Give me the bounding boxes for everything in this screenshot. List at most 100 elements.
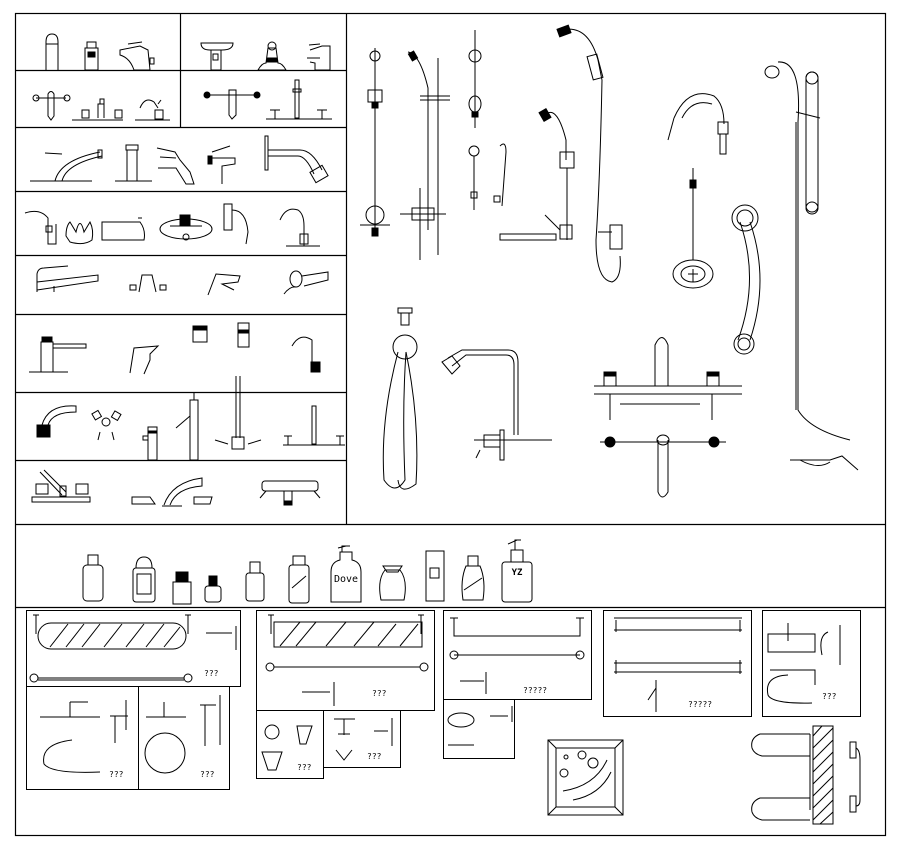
widespread-faucet [72, 98, 123, 121]
wall-three-handle-set [203, 89, 261, 120]
monobloc-faucet [115, 144, 152, 182]
widespread-arc-faucet [131, 477, 213, 507]
hand-shower-side [493, 143, 507, 207]
bridge-faucet-front [129, 274, 167, 293]
captions: ??? ??? ??? ??? ??? ??? ????? ????? ??? [109, 669, 837, 779]
heated-towel-rail [751, 725, 861, 825]
wall-mixer-front [200, 42, 234, 71]
paper-holder [767, 623, 841, 685]
shampoo-bottle [288, 555, 310, 604]
caption: ??? [204, 669, 219, 678]
shelf-end-cap [575, 650, 585, 660]
oval-mixer-plan [159, 214, 213, 241]
double-towel-bar [614, 617, 742, 674]
paper-holder-ring [766, 674, 813, 704]
half-towel-ring [43, 739, 101, 773]
grab-bar-curved [731, 204, 761, 355]
tall-lever-faucet [175, 392, 199, 461]
hook-set [323, 710, 401, 768]
sheet-frame [14, 12, 887, 837]
pump-dispenser: YZ [501, 539, 533, 603]
single-lever-faucet-back [84, 41, 99, 71]
arc-lever-faucet [24, 210, 57, 245]
basin-mixer-side [307, 43, 331, 71]
tumbler-cups [261, 725, 313, 771]
caption: ??? [367, 752, 382, 761]
soap-bottle [379, 565, 406, 601]
gooseneck-cross-faucet [291, 336, 321, 373]
lever-spout-side [129, 345, 160, 375]
tumbler-set [256, 710, 324, 779]
toiletries-row: Dove YZ [82, 539, 533, 605]
slide-rail-shower-side [400, 50, 450, 260]
cascade-faucet [156, 147, 195, 185]
single-lever-faucet-side [119, 41, 155, 71]
long-lever-faucet [36, 265, 99, 292]
shelf-end-cap [449, 650, 459, 660]
bar-end-detail [647, 680, 657, 712]
tub-spout [101, 217, 145, 241]
deck-cross-set [283, 405, 345, 446]
gooseneck-lever-faucet [135, 99, 170, 121]
slide-rail-shower [360, 48, 390, 237]
faucet-panel [24, 33, 345, 507]
towel-bar [29, 673, 193, 683]
twin-lever-top [65, 220, 94, 245]
deck-cross-handle-set [266, 79, 332, 120]
accessories-panel: ??? ??? ??? ??? ??? ??? ????? ????? ??? [26, 610, 861, 825]
lotion-bottle [82, 554, 104, 602]
caption: ??? [822, 692, 837, 701]
pillar-cross-faucet [214, 376, 262, 450]
perfume-bottle [245, 561, 265, 602]
basin-mixer-front [257, 41, 287, 71]
wall-lever-faucet [207, 145, 236, 184]
towel-hook [110, 700, 128, 743]
wall-knob-faucet [283, 270, 329, 295]
gooseneck-side [667, 93, 729, 155]
caption: ??? [109, 770, 124, 779]
caption: ????? [523, 686, 547, 695]
caption: ??? [297, 763, 312, 772]
hose-hand-shower [556, 24, 623, 283]
decor-tile [547, 739, 624, 816]
exposed-shower-pipe [441, 349, 552, 461]
hand-shower-front [468, 30, 482, 128]
oval-mirror [33, 614, 191, 650]
gooseneck-faucet [279, 208, 320, 247]
soap-dish-set [443, 699, 515, 759]
soap-dish [447, 712, 475, 728]
round-towel-ring-set [138, 686, 230, 790]
conditioner-bottle [461, 555, 485, 601]
dove-pump-bottle: Dove [330, 545, 362, 603]
tall-column-faucet [142, 426, 158, 461]
arc-spout-faucet [36, 405, 77, 438]
shower-rail-hose [764, 61, 859, 471]
centerset-faucet [31, 469, 91, 503]
wall-shower-arm [264, 135, 329, 184]
towel-ring-hanging [382, 307, 418, 490]
hook-side [206, 626, 237, 650]
box-package [425, 550, 445, 602]
shower-valve-plate [672, 168, 714, 289]
round-towel-ring [144, 732, 186, 774]
mirror-rectangular-set [256, 610, 435, 711]
pump-label: YZ [512, 568, 523, 578]
hand-shower-small [468, 145, 480, 210]
widespread-tub-filler-plan [600, 434, 726, 498]
dove-label: Dove [334, 574, 358, 585]
small-bottle [204, 575, 222, 603]
wall-mixer-two-handle [32, 91, 71, 121]
caption: ??? [200, 770, 215, 779]
roll-on-bottle [132, 556, 156, 603]
double-towel-bar-set [603, 610, 752, 717]
spray-can [172, 571, 192, 605]
paper-holder-set [762, 610, 861, 717]
single-lever-faucet-front [45, 33, 59, 70]
deck-mount-arc-faucet [30, 149, 103, 182]
deck-lever-faucet [29, 336, 87, 373]
outer-border [14, 12, 887, 837]
wall-lever-side [223, 203, 249, 245]
shower-panel [360, 24, 859, 498]
compact-mixer-front [237, 322, 250, 348]
